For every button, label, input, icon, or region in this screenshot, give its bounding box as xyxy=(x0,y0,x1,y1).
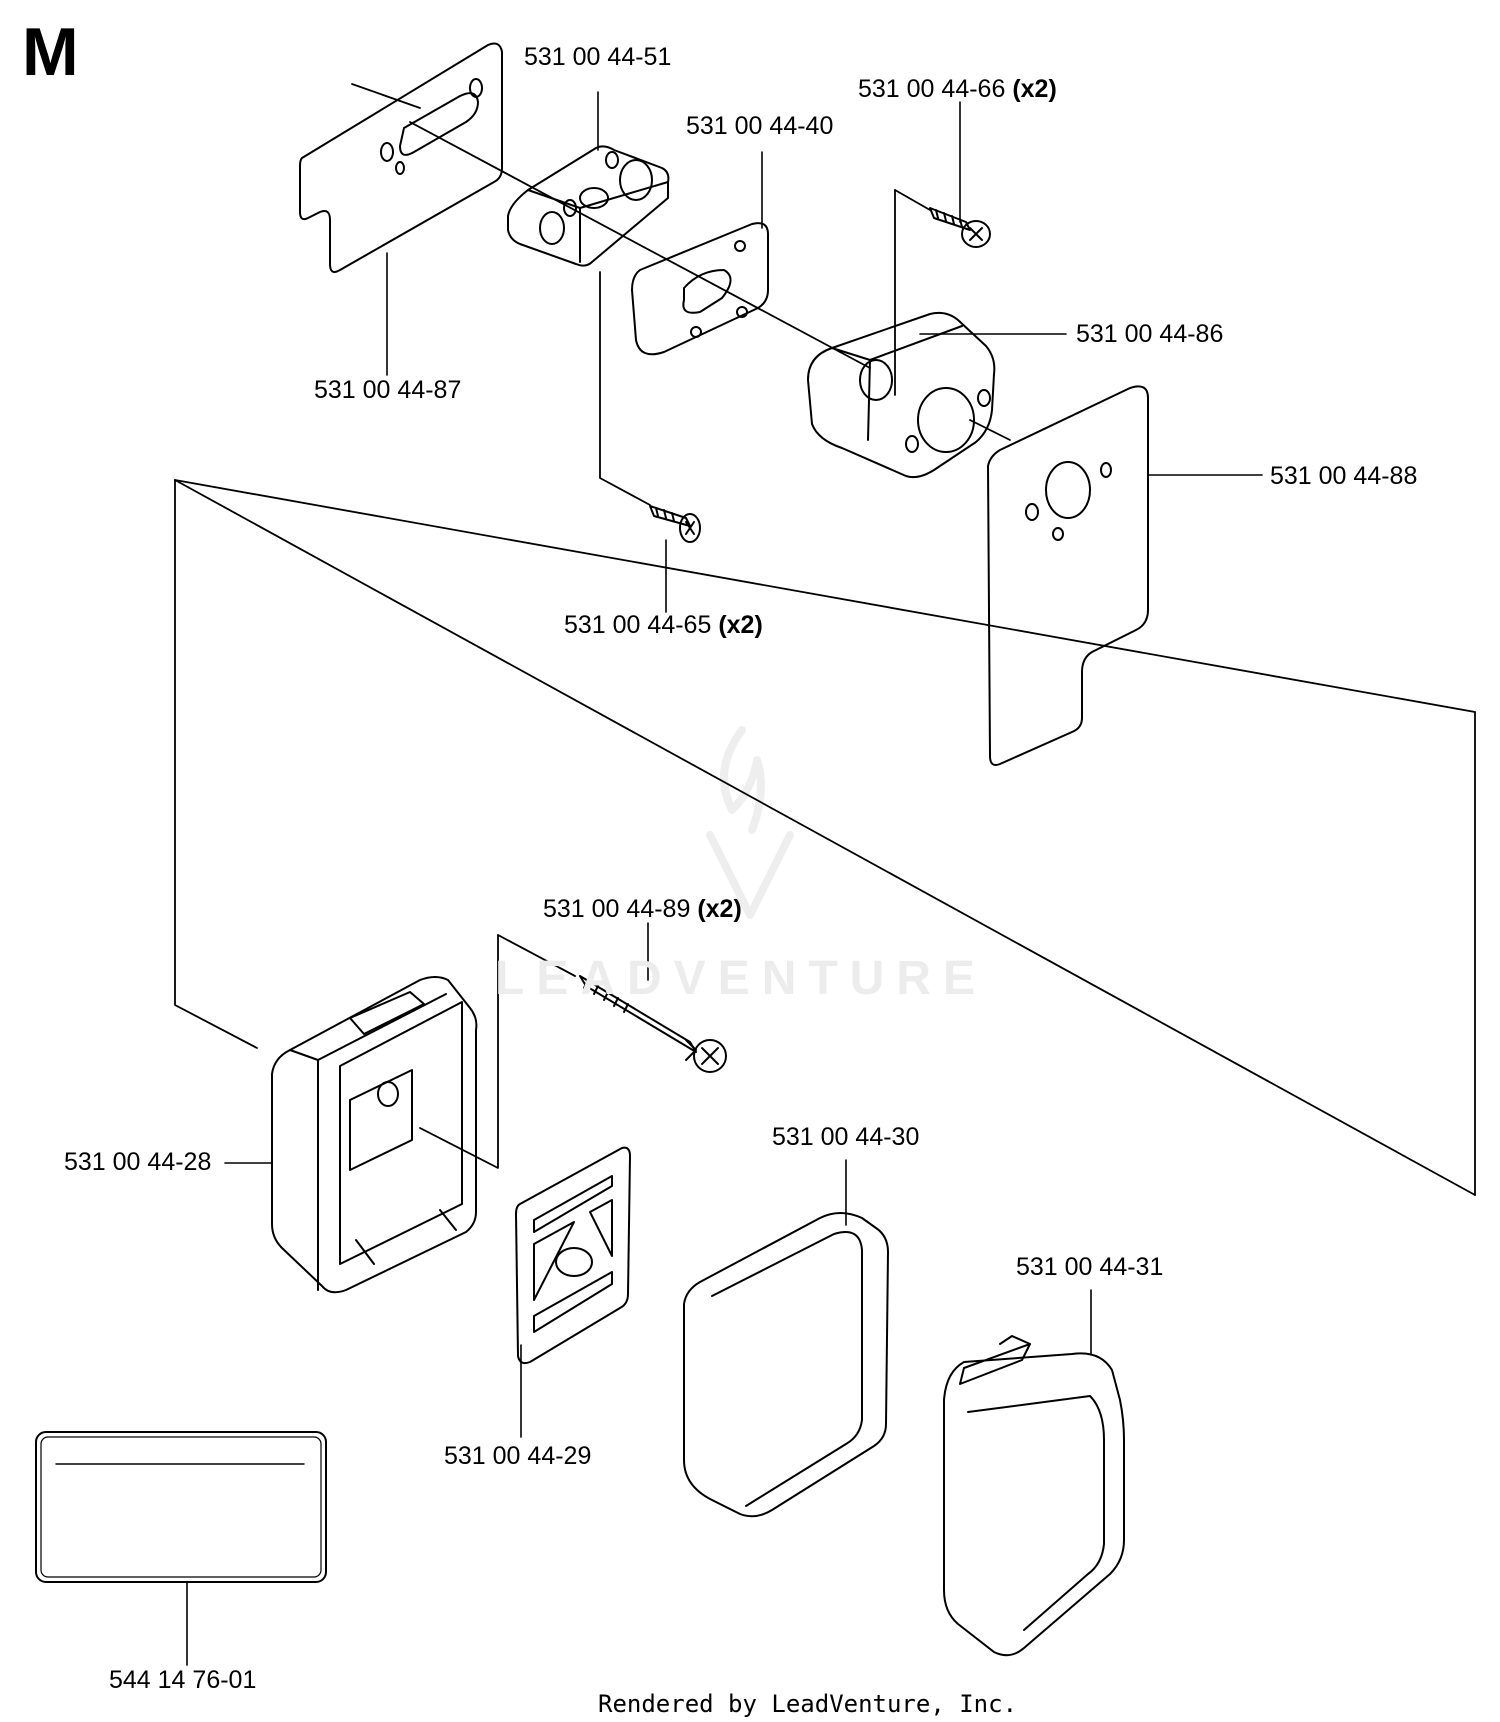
part-quantity: (x2) xyxy=(718,611,763,639)
part-label-decal[interactable]: 544 14 76-01 xyxy=(109,1668,256,1693)
part-number: 531 00 44-89 xyxy=(543,895,691,923)
part-number: 531 00 44-30 xyxy=(772,1123,920,1151)
part-number: 544 14 76-01 xyxy=(109,1666,257,1694)
gasket-large-part xyxy=(987,385,1149,766)
part-number: 531 00 44-40 xyxy=(686,112,834,140)
assembly-lines xyxy=(174,83,1476,1196)
part-number: 531 00 44-88 xyxy=(1270,462,1418,490)
part-label-spacer[interactable]: 531 00 44-51 xyxy=(524,45,671,70)
part-quantity: (x2) xyxy=(697,895,742,923)
part-label-filter-element[interactable]: 531 00 44-30 xyxy=(772,1125,919,1150)
section-letter: M xyxy=(22,14,79,90)
part-label-screw-mid[interactable]: 531 00 44-65 (x2) xyxy=(564,613,763,638)
part-label-screw-top[interactable]: 531 00 44-66 (x2) xyxy=(858,77,1057,102)
part-label-filter-cover[interactable]: 531 00 44-31 xyxy=(1016,1255,1163,1280)
part-label-intake-adapter[interactable]: 531 00 44-86 xyxy=(1076,322,1223,347)
part-label-bolt[interactable]: 531 00 44-89 (x2) xyxy=(543,897,742,922)
filter-housing-part xyxy=(271,976,478,1294)
gasket-top-part xyxy=(299,42,503,273)
filter-grid-part xyxy=(515,1146,631,1365)
part-quantity: (x2) xyxy=(1012,75,1057,103)
part-label-filter-housing[interactable]: 531 00 44-28 xyxy=(64,1150,211,1175)
part-number: 531 00 44-51 xyxy=(524,43,672,71)
screw-top-part xyxy=(929,207,991,248)
part-number: 531 00 44-65 xyxy=(564,611,712,639)
part-number: 531 00 44-86 xyxy=(1076,320,1224,348)
part-label-gasket-large[interactable]: 531 00 44-88 xyxy=(1270,464,1417,489)
gasket-mid-part xyxy=(631,222,769,356)
decal-part xyxy=(35,1431,327,1583)
bolt-part xyxy=(579,975,727,1073)
intake-adapter-part xyxy=(807,311,996,479)
part-label-gasket-top[interactable]: 531 00 44-87 xyxy=(314,378,461,403)
part-number: 531 00 44-31 xyxy=(1016,1253,1164,1281)
watermark-logo xyxy=(706,726,794,919)
part-number: 531 00 44-28 xyxy=(64,1148,212,1176)
part-number: 531 00 44-87 xyxy=(314,376,462,404)
part-label-filter-grid[interactable]: 531 00 44-29 xyxy=(444,1444,591,1469)
spacer-part xyxy=(507,145,670,267)
filter-cover-part xyxy=(943,1335,1125,1657)
label-pointers xyxy=(186,91,1263,1666)
footer-credit: Rendered by LeadVenture, Inc. xyxy=(598,1690,1018,1718)
part-number: 531 00 44-66 xyxy=(858,75,1006,103)
filter-element-part xyxy=(683,1212,889,1518)
part-number: 531 00 44-29 xyxy=(444,1442,592,1470)
part-label-gasket-mid[interactable]: 531 00 44-40 xyxy=(686,114,833,139)
screw-mid-part xyxy=(649,505,701,543)
watermark-text: LEADVENTURE xyxy=(495,952,988,1005)
